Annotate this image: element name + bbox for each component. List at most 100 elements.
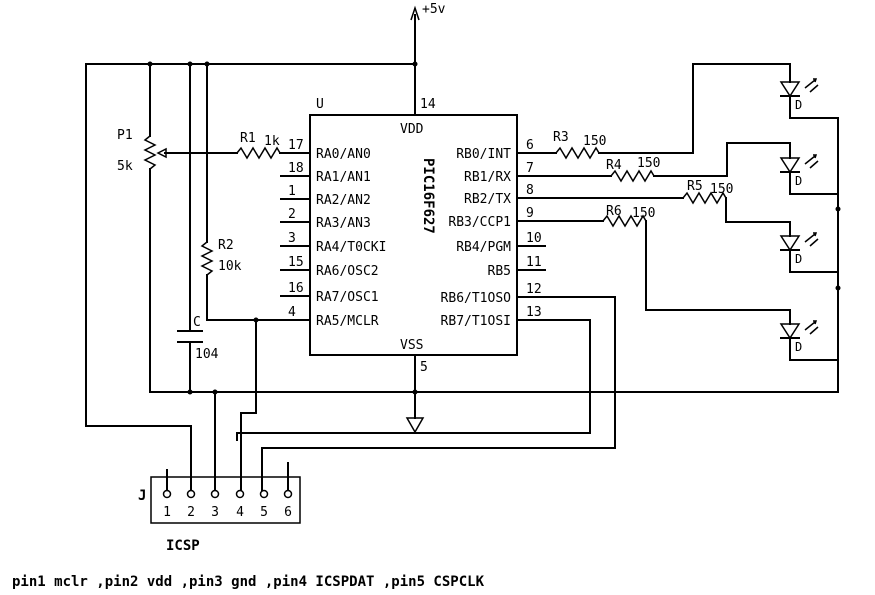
pin-number: 18 [288, 161, 304, 176]
pin-name: RA7/OSC1 [316, 290, 379, 305]
pin-name: RB7/T1OSI [441, 314, 511, 329]
icsp-pin-number: 4 [236, 505, 244, 520]
led-return-rail [835, 117, 841, 393]
ic-vss-label: VSS [400, 338, 423, 353]
led-2: D [779, 154, 839, 195]
pin-name: RA6/OSC2 [316, 264, 379, 279]
pin-number: 8 [526, 183, 534, 198]
c-capacitor [177, 63, 203, 393]
pin-number: 6 [526, 138, 534, 153]
ic-vdd-pin: 14 [420, 97, 436, 112]
led-3: D [779, 232, 839, 273]
r6-ref: R6 [606, 204, 622, 219]
pin-name: RB1/RX [464, 170, 511, 185]
pin-number: 15 [288, 255, 304, 270]
ic-right-pins: 6RB0/INT7RB1/RX8RB2/TX9RB3/CCP110RB4/PGM… [441, 138, 546, 329]
pin-name: RB6/T1OSO [441, 291, 512, 306]
r6-value: 150 [632, 206, 655, 221]
pin-number: 3 [288, 231, 296, 246]
connector-ref: J [138, 488, 146, 504]
r4-value: 150 [637, 156, 660, 171]
pin-number: 4 [288, 305, 296, 320]
pin-name: RA1/AN1 [316, 170, 371, 185]
icsp-pin-4: 4 [235, 489, 245, 520]
pin-name: RA4/T0CKI [316, 240, 386, 255]
vdd-rail [85, 5, 420, 116]
led-1: D [779, 78, 839, 119]
pin-number: 16 [288, 281, 304, 296]
icsp-pin-6: 6 [283, 489, 293, 520]
pin-name: RB4/PGM [456, 240, 511, 255]
pin-number: 1 [288, 184, 296, 199]
r1-resistor [236, 146, 311, 160]
p1-potentiometer [143, 63, 238, 393]
icsp-wiring [85, 63, 616, 491]
ic-part-number: PIC16F627 [420, 158, 436, 234]
r5-ref: R5 [687, 179, 703, 194]
icsp-connector-body [150, 476, 301, 524]
c-value: 104 [195, 347, 219, 362]
icsp-pin-number: 3 [211, 505, 219, 520]
pin-number: 17 [288, 138, 304, 153]
gnd-rail [149, 389, 839, 395]
icsp-pin-5: 5 [259, 489, 269, 520]
pin-number: 11 [526, 255, 542, 270]
led-label: D [795, 340, 802, 354]
pin-name: RA3/AN3 [316, 216, 371, 231]
pin-number: 10 [526, 231, 542, 246]
led-label: D [795, 252, 802, 266]
icsp-pin-number: 5 [260, 505, 268, 520]
icsp-pin-3: 3 [210, 489, 220, 520]
pin-name: RA2/AN2 [316, 193, 371, 208]
r5-resistor [516, 191, 791, 237]
r2-value: 10k [218, 259, 242, 274]
pin-name: RB0/INT [456, 147, 511, 162]
pin-name: RB5 [488, 264, 511, 279]
r1-ref: R1 [240, 131, 256, 146]
pin-name: RB3/CCP1 [448, 215, 511, 230]
pin-name: RB2/TX [464, 192, 511, 207]
icsp-pin-number: 1 [163, 505, 171, 520]
ic-vss-pin: 5 [420, 360, 428, 375]
icsp-pin-number: 2 [187, 505, 195, 520]
icsp-pin-1: 1 [162, 489, 172, 520]
ic-ref: U [316, 97, 324, 112]
pinout-note: pin1 mclr ,pin2 vdd ,pin3 gnd ,pin4 ICSP… [12, 574, 485, 590]
icsp-pin-2: 2 [186, 489, 196, 520]
r4-ref: R4 [606, 158, 622, 173]
pin-number: 12 [526, 282, 542, 297]
pin-number: 13 [526, 305, 542, 320]
c-ref: C [193, 315, 201, 330]
r3-value: 150 [583, 134, 606, 149]
r1-value: 1k [264, 134, 280, 149]
p1-ref: P1 [117, 128, 133, 143]
r3-ref: R3 [553, 130, 569, 145]
ic-vdd-label: VDD [400, 122, 424, 137]
p1-value: 5k [117, 159, 133, 174]
r2-resistor [200, 63, 311, 323]
connector-title: ICSP [166, 538, 200, 554]
r5-value: 150 [710, 182, 733, 197]
pin-number: 2 [288, 207, 296, 222]
pin-number: 9 [526, 206, 534, 221]
r2-ref: R2 [218, 238, 234, 253]
ic-left-pins: 17RA0/AN018RA1/AN11RA2/AN22RA3/AN33RA4/T… [280, 138, 386, 329]
